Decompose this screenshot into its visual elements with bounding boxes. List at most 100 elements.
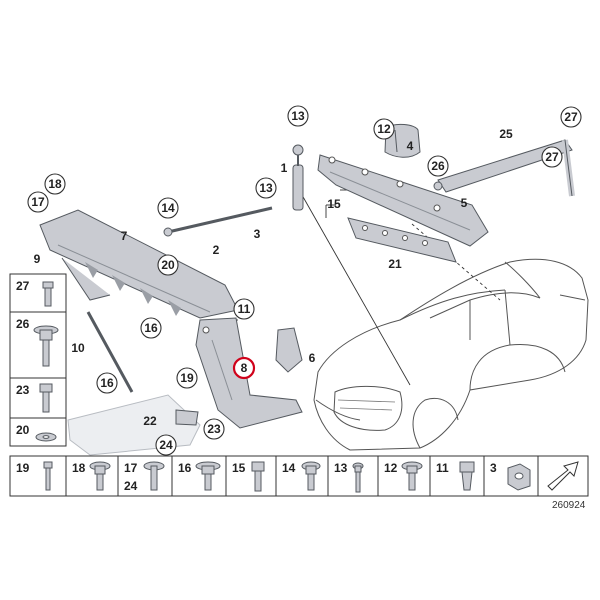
bolt-icon-14 xyxy=(301,461,321,491)
part-label-1: 1 xyxy=(281,161,288,175)
callout-27: 27 xyxy=(541,146,563,168)
callout-label: 26 xyxy=(431,159,445,173)
callout-circle xyxy=(176,367,198,389)
part-7-panel xyxy=(39,209,239,319)
bolt-icon-13 xyxy=(352,462,364,493)
table-left-item-20: 20 xyxy=(16,423,30,437)
arrow-icon xyxy=(547,461,579,491)
part-label-9: 9 xyxy=(34,252,41,266)
table-left-item-27: 27 xyxy=(16,279,30,293)
callout-label: 16 xyxy=(144,321,158,335)
part-label-21: 21 xyxy=(388,257,402,271)
callout-24: 24 xyxy=(155,434,177,456)
callout-11: 11 xyxy=(233,298,255,320)
callout-label: 14 xyxy=(161,201,175,215)
part-2-rod xyxy=(163,206,273,237)
table-bottom-item-15: 15 xyxy=(232,461,246,475)
callout-circle xyxy=(203,418,225,440)
callout-circle xyxy=(232,356,256,380)
callout-27: 27 xyxy=(560,106,582,128)
part-25-brace xyxy=(433,139,575,197)
callout-label: 12 xyxy=(377,122,391,136)
callout-circle xyxy=(255,177,277,199)
part-label-4: 4 xyxy=(407,139,414,153)
callout-label: 13 xyxy=(291,109,305,123)
callout-circle xyxy=(157,197,179,219)
table-bottom-item-12: 12 xyxy=(384,461,398,475)
bumper-piece xyxy=(67,394,201,456)
callout-18: 18 xyxy=(44,173,66,195)
callout-17: 17 xyxy=(27,191,49,213)
callout-circle xyxy=(44,173,66,195)
callout-label: 17 xyxy=(31,195,45,209)
callout-circle xyxy=(541,146,563,168)
callout-14: 14 xyxy=(157,197,179,219)
table-bottom-item-18: 18 xyxy=(72,461,86,475)
callout-19: 19 xyxy=(176,367,198,389)
bolt-icon-15 xyxy=(251,461,265,492)
callout-16: 16 xyxy=(140,317,162,339)
callout-label: 27 xyxy=(564,110,578,124)
callout-label: 11 xyxy=(238,302,251,316)
callout-12: 12 xyxy=(373,118,395,140)
table-bottom-item-17: 17 xyxy=(124,461,138,475)
callout-label: 23 xyxy=(207,422,221,436)
table-bottom-item-14: 14 xyxy=(282,461,296,475)
callout-circle xyxy=(96,372,118,394)
part-21-plate xyxy=(347,217,457,263)
callout-circle xyxy=(27,191,49,213)
table-bottom-item-3: 3 xyxy=(490,461,497,475)
callout-label: 18 xyxy=(48,177,62,191)
bolt-icon-12 xyxy=(401,461,423,491)
part-6-bracket xyxy=(275,327,303,373)
callout-8: 8 xyxy=(232,356,256,380)
callout-20: 20 xyxy=(157,254,179,276)
car-grille-detail xyxy=(337,399,396,411)
table-bottom-item-16: 16 xyxy=(178,461,192,475)
callout-label: 13 xyxy=(259,181,273,195)
table-bottom-item-13: 13 xyxy=(334,461,348,475)
callout-label: 8 xyxy=(241,361,248,375)
part-label-25: 25 xyxy=(499,127,513,141)
table-left-item-26: 26 xyxy=(16,317,30,331)
callout-13: 13 xyxy=(255,177,277,199)
bolt-washer-icon-26 xyxy=(33,325,59,367)
table-bottom-item-11: 11 xyxy=(436,461,449,475)
callout-circle xyxy=(140,317,162,339)
reference-code: 260924 xyxy=(552,500,586,511)
callout-group: 1312272627181713142016118191624234251515… xyxy=(27,105,582,456)
bolt-icon-23 xyxy=(39,383,53,413)
part-label-10: 10 xyxy=(71,341,85,355)
washer-icon-20 xyxy=(35,432,57,442)
part-label-15: 15 xyxy=(327,197,341,211)
callout-16: 16 xyxy=(96,372,118,394)
car-outline xyxy=(313,258,589,451)
table-bottom-item-19: 19 xyxy=(16,461,30,475)
callout-circle xyxy=(373,118,395,140)
screw-icon-27 xyxy=(42,281,54,307)
part-10-strut xyxy=(86,311,134,393)
part-label-6: 6 xyxy=(309,351,316,365)
callout-circle xyxy=(155,434,177,456)
part-label-5: 5 xyxy=(461,196,468,210)
screw-icon-19 xyxy=(43,461,53,491)
callout-23: 23 xyxy=(203,418,225,440)
part-8-bracket xyxy=(195,317,303,429)
callout-label: 16 xyxy=(100,376,114,390)
callout-label: 24 xyxy=(159,438,173,452)
bolt-icon-17 xyxy=(143,461,165,491)
part-label-7: 7 xyxy=(121,229,128,243)
callout-circle xyxy=(427,155,449,177)
part-1-rod xyxy=(292,144,304,211)
nut-icon-3 xyxy=(507,463,531,491)
table-left-item-23: 23 xyxy=(16,383,30,397)
callout-label: 27 xyxy=(545,150,559,164)
bolt-icon-18 xyxy=(89,461,111,491)
fastener-table-left xyxy=(9,273,67,447)
callout-13: 13 xyxy=(287,105,309,127)
table-bottom-item-24: 24 xyxy=(124,479,138,493)
part-5-rail xyxy=(317,154,489,247)
callout-26: 26 xyxy=(427,155,449,177)
part-label-2: 2 xyxy=(213,243,220,257)
